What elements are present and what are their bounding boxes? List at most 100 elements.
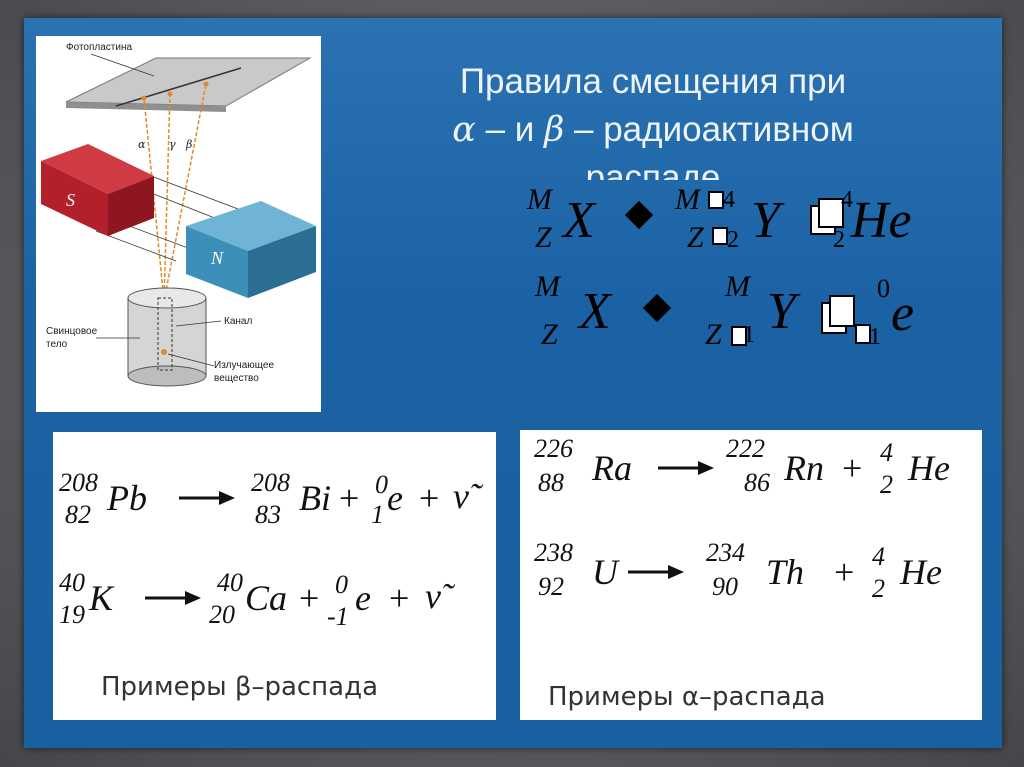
arrow-diamond-icon (642, 293, 672, 323)
a2-z1: 92 (538, 572, 564, 601)
b2-z1: 19 (59, 600, 85, 629)
channel-label: Канал (224, 316, 252, 327)
beta-reaction-1: 208 82 Pb 208 83 Bi + 0 1 e + ν̃ (59, 470, 489, 540)
a2-hz: 2 (872, 574, 885, 603)
beta-symbol: β (544, 110, 565, 150)
plate-label: Фотопластина (66, 42, 132, 53)
beta-rule: M Z X M Z 1 Y 0 1 e (525, 272, 945, 352)
a2-z2: 90 (712, 572, 738, 601)
b2-e: e (355, 578, 371, 618)
magnet-n-side (248, 226, 316, 298)
source-pointer (167, 353, 215, 367)
slide-title: Правила смещения при α – и β – радиоакти… (348, 58, 958, 180)
a2-he: He (900, 552, 942, 592)
magnetic-deflection-illustration: Фотопластина α γ β S N (41, 42, 316, 387)
plus-box-icon (818, 198, 844, 228)
rule1-p-charge: 2 (833, 227, 845, 253)
b1-el2: Bi (299, 478, 331, 518)
a1-m1: 226 (534, 434, 573, 463)
magnet-s (41, 161, 108, 236)
a2-el2: Th (766, 552, 805, 592)
a1-hm: 4 (880, 438, 893, 467)
rule1-parent: X (563, 192, 595, 249)
arrow-right-icon (628, 565, 684, 579)
a1-z2: 86 (744, 468, 770, 497)
rule1-mass: M (527, 183, 552, 216)
beta-ray (163, 83, 207, 302)
gamma-label: γ (169, 138, 176, 151)
a1-m2: 222 (726, 434, 765, 463)
plus-box-icon (829, 295, 855, 327)
b2-m2: 40 (217, 568, 243, 597)
photoplate (65, 57, 312, 107)
b1-el1: Pb (107, 478, 147, 518)
rule2-d-mass: M (725, 270, 750, 303)
title-line-2-tail: – радиоактивном (574, 110, 854, 149)
a2-el1: U (592, 552, 618, 592)
minus-box-icon (712, 227, 728, 245)
gamma-ray (163, 93, 171, 302)
b1-plus: + (339, 478, 360, 518)
rule2-mass: M (535, 270, 560, 303)
beta-spot (203, 81, 209, 87)
magnet-s-side (108, 176, 154, 236)
alpha-ray (143, 97, 165, 302)
b1-e: e (387, 478, 403, 518)
rule1-d-mass-shift: 4 (723, 187, 735, 213)
magnet-n-top (186, 201, 316, 251)
a2-hm: 4 (872, 542, 885, 571)
beta-label: β (185, 138, 192, 151)
a2-m2: 234 (706, 538, 745, 567)
b2-el1: K (89, 578, 114, 618)
lead-body (127, 297, 207, 377)
arrow-right-icon (658, 461, 714, 475)
beta-reaction-2: 40 19 K 40 20 Ca + 0 -1 e + ν̃ (59, 570, 489, 640)
beta-examples-panel: 208 82 Pb 208 83 Bi + 0 1 e + ν̃ 40 19 K… (53, 432, 496, 720)
a1-el2: Rn (784, 448, 824, 488)
a1-hz: 2 (880, 470, 893, 499)
b2-z2: 20 (209, 600, 235, 629)
title-line-1: Правила смещения при (459, 62, 847, 101)
a2-plus: + (834, 552, 855, 592)
rule2-p-charge: 1 (869, 324, 881, 350)
rule1-d-charge: Z (687, 221, 704, 254)
b2-plus: + (299, 578, 320, 618)
and-word: – и (485, 110, 535, 149)
deflection-diagram: Фотопластина α γ β S N (36, 36, 321, 412)
minus-box-icon (731, 326, 747, 346)
plate-track (115, 67, 242, 107)
arrow-diamond-icon (624, 200, 654, 230)
rule2-p-mass: 0 (877, 274, 890, 303)
alpha-symbol: α (452, 110, 476, 150)
rule2-d-charge: Z (705, 318, 722, 351)
channel-pointer (175, 320, 222, 327)
alpha-examples-panel: 226 88 Ra 222 86 Rn + 4 2 He 238 92 U 23… (520, 430, 982, 720)
magnet-n-label: N (210, 248, 224, 268)
rule1-daughter: Y (751, 192, 780, 249)
alpha-spot (141, 95, 147, 101)
lead-top (127, 287, 207, 309)
b1-m2: 208 (251, 468, 290, 497)
alpha-reaction-1: 226 88 Ra 222 86 Rn + 4 2 He (534, 436, 974, 506)
a1-he: He (908, 448, 950, 488)
rule2-particle: e (891, 285, 915, 342)
alpha-reaction-2: 238 92 U 234 90 Th + 4 2 He (534, 540, 974, 610)
minus-box-icon (855, 324, 871, 344)
b1-ez: 1 (371, 500, 384, 529)
title-line-3: распаде (585, 158, 721, 180)
rule1-particle: He (851, 192, 912, 249)
b1-z1: 82 (65, 500, 91, 529)
rule1-p-mass: 4 (841, 187, 853, 213)
a1-el1: Ra (592, 448, 632, 488)
plate-pointer (90, 53, 155, 77)
b1-em: 0 (375, 470, 388, 499)
lead-label-2: тело (46, 339, 68, 350)
a1-z1: 88 (538, 468, 564, 497)
beta-caption: Примеры β–распада (101, 672, 379, 702)
minus-box-icon (708, 191, 724, 209)
b2-m1: 40 (59, 568, 85, 597)
b2-plus2: + (389, 578, 410, 618)
magnet-s-label: S (66, 190, 75, 210)
b2-nu: ν̃ (425, 576, 441, 616)
b1-z2: 83 (255, 500, 281, 529)
